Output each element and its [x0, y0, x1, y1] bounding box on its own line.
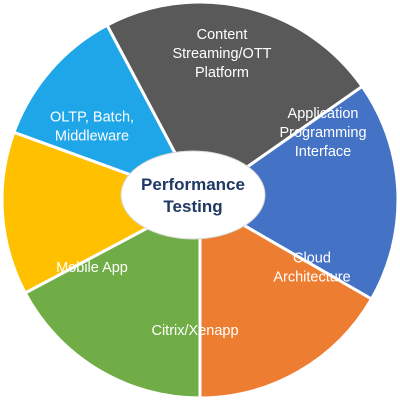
segment-api	[197, 84, 400, 302]
segment-label-line: Interface	[295, 144, 351, 160]
segment-label-line: Architecture	[273, 270, 350, 286]
segment-cloud-architecture	[198, 197, 374, 400]
segment-label-oltp-batch-middleware: OLTP, Batch, Middleware	[50, 110, 134, 145]
segment-oltp-batch-middleware	[12, 23, 204, 203]
segment-label-citrix-xenapp: Citrix/Xenapp	[151, 323, 238, 339]
segment-label-line: Middleware	[55, 129, 129, 145]
segment-mobile-app	[0, 130, 204, 295]
segment-label-line: Programming	[279, 125, 366, 141]
center-title-line: Testing	[163, 197, 222, 216]
segment-content-streaming	[105, 0, 365, 203]
segment-label-line: Content	[197, 27, 248, 43]
segment-label-line: Streaming/OTT	[172, 46, 271, 62]
segment-label-line: Platform	[195, 65, 249, 81]
center-hub	[120, 150, 266, 240]
segment-label-line: Application	[288, 106, 359, 122]
center-title-line: Performance	[141, 175, 245, 194]
segment-label-line: Mobile App	[56, 260, 128, 276]
segment-label-mobile-app: Mobile App	[56, 260, 128, 276]
segment-label-line: OLTP, Batch,	[50, 110, 134, 126]
segment-citrix-xenapp	[23, 197, 202, 400]
segment-label-line: Cloud	[293, 251, 331, 267]
segment-label-line: Citrix/Xenapp	[151, 323, 238, 339]
